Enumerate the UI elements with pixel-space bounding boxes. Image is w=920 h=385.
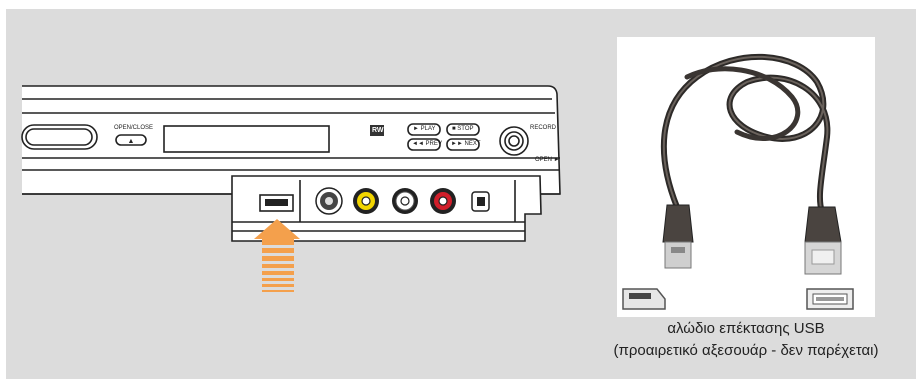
record-label: RECORD <box>530 125 557 131</box>
open-close-label: OPEN/CLOSE <box>114 125 154 131</box>
stop-button[interactable] <box>446 123 480 136</box>
next-button[interactable] <box>446 138 480 151</box>
prev-label: ◄◄ PREV <box>412 141 442 147</box>
dv-port <box>471 191 490 212</box>
usb-female-socket <box>804 206 842 275</box>
dvd-recorder: ▲ <box>21 85 561 242</box>
caption-line-2: (προαιρετικό αξεσουάρ - δεν παρέχεται) <box>613 342 879 359</box>
usb-port[interactable] <box>259 194 294 212</box>
cable-caption: αλώδιο επέκτασης USB (προαιρετικό αξεσου… <box>560 318 920 362</box>
yellow-video-jack <box>353 188 379 214</box>
s-video-jack <box>315 187 343 215</box>
open-label: OPEN ► <box>535 157 560 163</box>
play-label: ► PLAY <box>413 126 436 132</box>
play-button[interactable] <box>407 123 441 136</box>
front-display <box>163 125 330 153</box>
svg-text:▲: ▲ <box>128 138 135 145</box>
rw-logo-label: RW <box>372 127 384 134</box>
open-close-button[interactable] <box>115 134 147 146</box>
stop-label: ■ STOP <box>452 126 474 132</box>
usb-cable-photo <box>617 37 875 317</box>
caption-line-1: αλώδιο επέκτασης USB <box>667 320 825 337</box>
usb-cable-icon <box>660 53 831 215</box>
insert-arrow <box>254 219 300 292</box>
next-label: ►► NEXT <box>451 141 481 147</box>
front-flap <box>231 175 542 242</box>
usb-male-plug <box>662 204 694 269</box>
prev-button[interactable] <box>407 138 441 151</box>
red-audio-jack <box>430 188 456 214</box>
usb-female-diagram-icon <box>806 288 854 310</box>
usb-male-diagram-icon <box>622 288 666 310</box>
white-audio-jack <box>392 188 418 214</box>
rw-logo <box>370 125 384 136</box>
